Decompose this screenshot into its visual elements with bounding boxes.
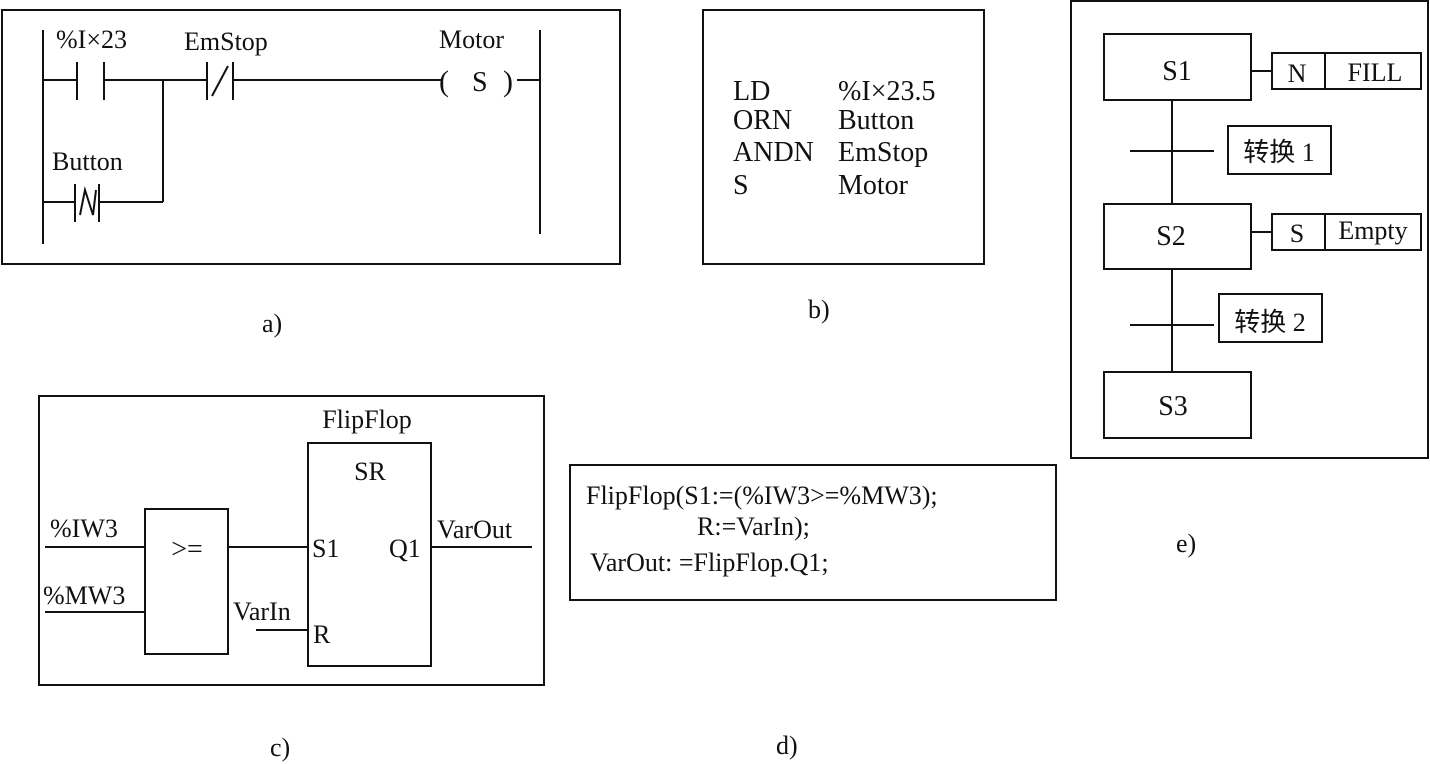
il-operand-3: EmStop: [838, 137, 928, 168]
sfc-step-s1: [1103, 33, 1252, 101]
contact-no-ix23: [76, 62, 105, 100]
sr-block-type: SR: [354, 457, 386, 486]
panel-e-sfc: S1 N FILL 转换 1 S2 S Empty 转换 2 S3 e): [1070, 0, 1429, 558]
caption-e: e): [1176, 529, 1196, 558]
sfc-transition-1-label: 转换 1: [1243, 138, 1315, 167]
sfc-step-s2-label: S2: [1156, 221, 1186, 252]
sfc-step-s2: [1103, 203, 1252, 270]
reset-var-label: VarIn: [233, 597, 291, 626]
compare-operator: >=: [171, 534, 203, 565]
compare-block: [144, 508, 229, 655]
fb-instance-name: FlipFlop: [322, 405, 412, 434]
input-iw3-label: %IW3: [50, 514, 118, 543]
contact-emstop-label: EmStop: [184, 27, 268, 56]
il-operand-2: Button: [838, 105, 914, 136]
il-operand-1: %I×23.5: [838, 76, 935, 107]
sfc-step-s3-label: S3: [1158, 391, 1188, 422]
sfc-transition-2-box: [1218, 293, 1323, 343]
il-op-1: LD: [733, 76, 770, 107]
sfc-transition-2-label: 转换 2: [1234, 308, 1306, 337]
st-line-3: VarOut: =FlipFlop.Q1;: [590, 548, 829, 577]
caption-c: c): [270, 733, 290, 762]
panel-e-frame: [1070, 0, 1429, 459]
sfc-step-s1-label: S1: [1162, 56, 1192, 87]
st-line-2: R:=VarIn);: [697, 512, 810, 541]
contact-negative-button: [74, 184, 100, 222]
contact-ix23-label: %I×23: [56, 25, 127, 54]
action-name-empty: Empty: [1338, 216, 1407, 245]
action-qualifier-n: N: [1288, 59, 1307, 88]
il-op-3: ANDN: [733, 137, 814, 168]
panel-b-instruction-list: LD %I×23.5 ORN Button ANDN EmStop S Moto…: [702, 9, 985, 324]
il-operand-4: Motor: [838, 170, 909, 201]
sfc-step-s3: [1103, 371, 1252, 439]
panel-d-frame: [569, 464, 1057, 601]
caption-a: a): [262, 309, 282, 338]
panel-a-frame: [1, 9, 621, 265]
input-mw3-label: %MW3: [43, 581, 125, 610]
pin-q1: Q1: [389, 534, 421, 563]
sr-block: [307, 442, 432, 667]
pin-s1: S1: [312, 534, 339, 563]
svg-text:): ): [503, 65, 513, 98]
coil-motor-label: Motor: [439, 25, 504, 54]
coil-set-motor: ( S ): [439, 65, 513, 98]
output-var-label: VarOut: [437, 515, 513, 544]
st-line-1: FlipFlop(S1:=(%IW3>=%MW3);: [586, 481, 938, 510]
sfc-action-fill: [1271, 52, 1422, 90]
panel-c-frame: [38, 395, 545, 686]
panel-d-structured-text: FlipFlop(S1:=(%IW3>=%MW3); R:=VarIn); Va…: [569, 464, 1057, 760]
panel-a-ladder: %I×23 EmStop ( S ) Motor Button a): [1, 9, 621, 338]
caption-d: d): [776, 731, 798, 760]
sfc-transition-1-box: [1227, 125, 1332, 175]
caption-b: b): [808, 295, 830, 324]
sfc-action-empty: [1271, 213, 1422, 251]
panel-b-frame: [702, 9, 985, 265]
coil-symbol: S: [472, 67, 488, 98]
action-qualifier-s: S: [1290, 219, 1304, 248]
action-name-fill: FILL: [1348, 58, 1403, 87]
il-op-2: ORN: [733, 105, 792, 136]
svg-text:(: (: [439, 65, 449, 98]
panel-c-fbd: %IW3 %MW3 >= FlipFlop SR S1 Q1 R VarIn V…: [38, 395, 545, 762]
il-op-4: S: [733, 170, 749, 201]
contact-nc-emstop: [206, 62, 234, 100]
pin-r: R: [313, 620, 331, 649]
contact-button-label: Button: [52, 147, 123, 176]
